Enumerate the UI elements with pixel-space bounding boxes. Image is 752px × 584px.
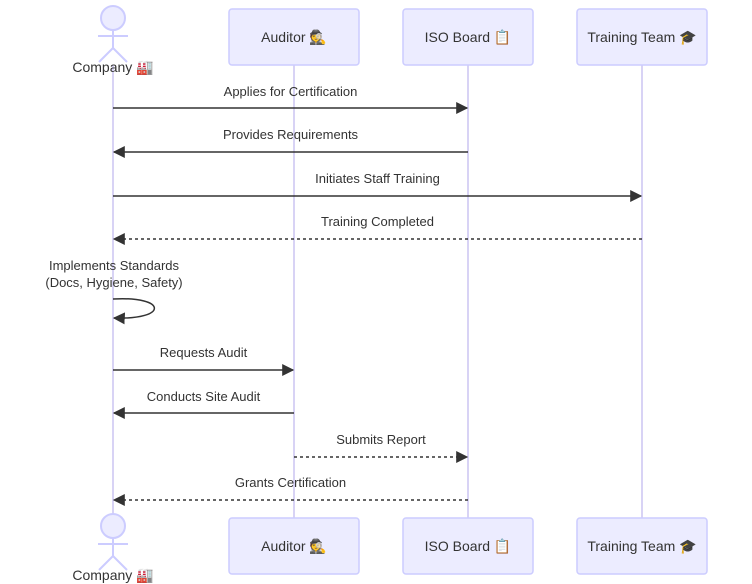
participant-label: Auditor 🕵️: [261, 538, 327, 555]
message-label: Training Completed: [321, 214, 434, 229]
participant-label: Company 🏭: [72, 567, 153, 584]
message-label: Implements Standards: [49, 258, 180, 273]
participant-iso-bottom: ISO Board 📋: [402, 517, 534, 575]
message-label: Requests Audit: [160, 345, 248, 360]
message-8: Submits Report: [294, 432, 469, 463]
participant-iso-top: ISO Board 📋: [402, 8, 534, 66]
message-5: Implements Standards (Docs, Hygiene, Safe…: [45, 258, 183, 325]
participant-auditor-bottom: Auditor 🕵️: [228, 517, 360, 575]
participant-label: Training Team 🎓: [587, 538, 696, 555]
actor-leg-icon: [112, 47, 128, 63]
message-label: Applies for Certification: [224, 84, 358, 99]
participant-box: [402, 517, 534, 575]
message-label: Initiates Staff Training: [315, 171, 440, 186]
participant-company-bottom: Company 🏭: [72, 513, 154, 584]
participant-label: Training Team 🎓: [587, 29, 696, 46]
actor-head-icon: [100, 513, 126, 539]
message-label: Conducts Site Audit: [147, 389, 261, 404]
actor-leg-icon: [112, 555, 128, 571]
participant-box: [228, 517, 360, 575]
participant-label: ISO Board 📋: [425, 29, 512, 46]
message-1: Applies for Certification: [113, 84, 469, 114]
participant-training-bottom: Training Team 🎓: [576, 517, 708, 575]
message-label: Provides Requirements: [223, 127, 359, 142]
message-3: Initiates Staff Training: [113, 171, 643, 202]
actor-leg-icon: [98, 47, 114, 63]
message-2: Provides Requirements: [112, 127, 468, 158]
message-label: Grants Certification: [235, 475, 346, 490]
participant-label: Company 🏭: [72, 59, 153, 76]
participant-box: [576, 517, 708, 575]
message-7: Conducts Site Audit: [112, 389, 294, 419]
participant-auditor-top: Auditor 🕵️: [228, 8, 360, 66]
participant-label: Auditor 🕵️: [261, 29, 327, 46]
message-4: Training Completed: [112, 214, 642, 245]
participant-label: ISO Board 📋: [425, 538, 512, 555]
participant-training-top: Training Team 🎓: [576, 8, 708, 66]
message-9: Grants Certification: [112, 475, 468, 506]
self-message-arrow: [112, 298, 156, 325]
message-label: Submits Report: [336, 432, 426, 447]
message-6: Requests Audit: [113, 345, 295, 376]
participant-box: [402, 8, 534, 66]
actor-leg-icon: [98, 555, 114, 571]
actor-head-icon: [100, 5, 126, 31]
participant-box: [576, 8, 708, 66]
message-label: (Docs, Hygiene, Safety): [45, 275, 182, 290]
participant-box: [228, 8, 360, 66]
participant-company-top: Company 🏭: [72, 5, 154, 76]
